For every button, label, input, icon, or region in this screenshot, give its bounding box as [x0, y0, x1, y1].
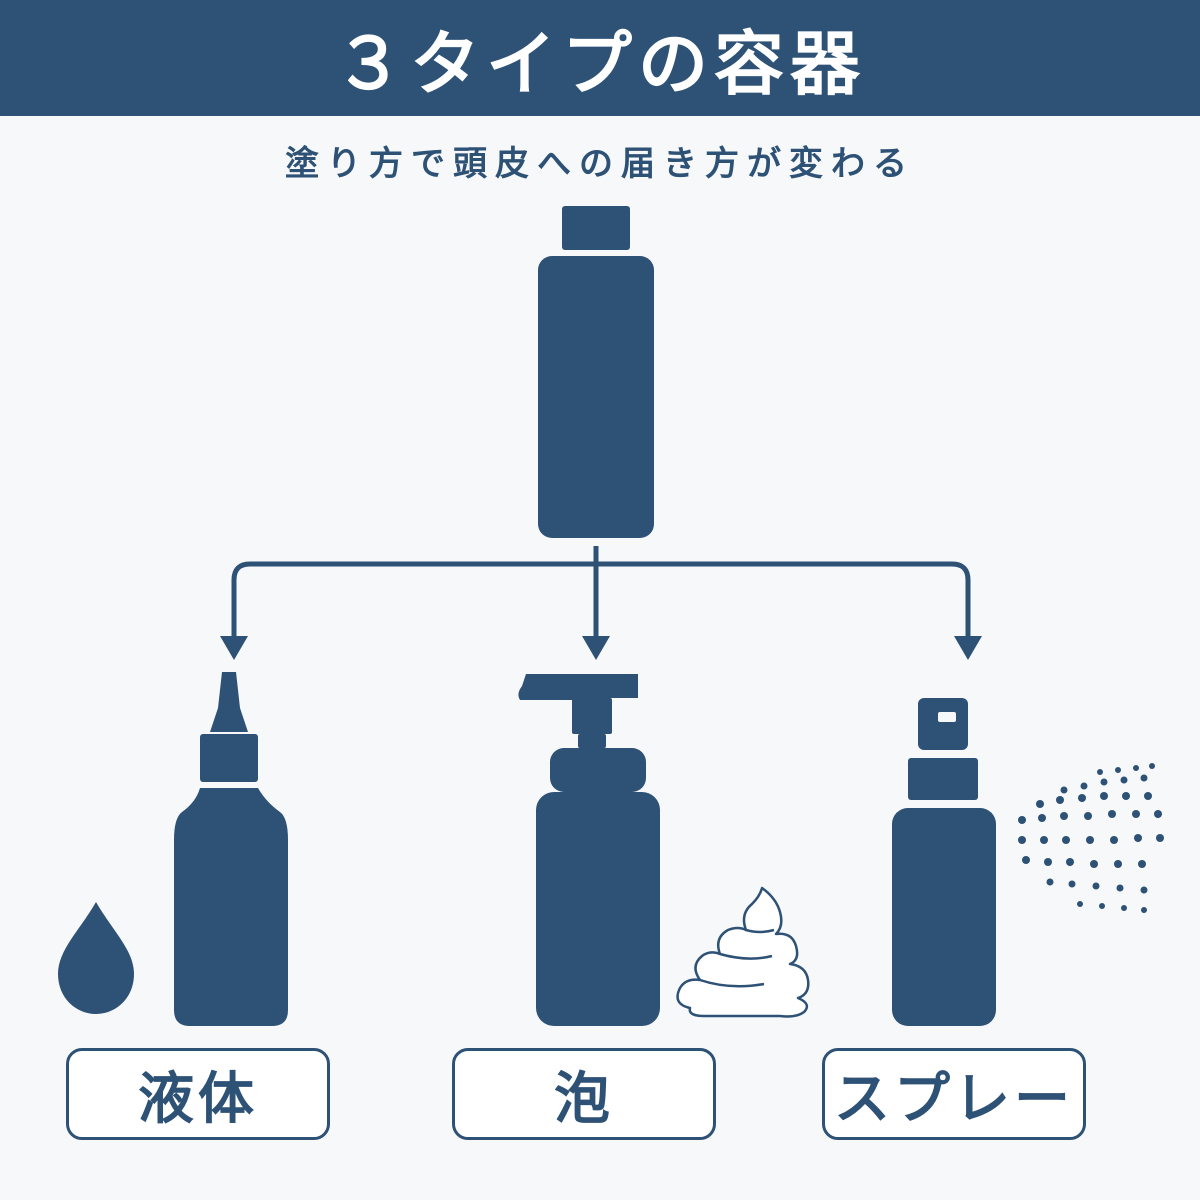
- label-liquid: 液体: [66, 1048, 330, 1140]
- arrowheads: [220, 636, 982, 660]
- pump-bottle-icon: [518, 674, 660, 1026]
- header-banner: ３タイプの容器: [0, 0, 1200, 116]
- dropper-bottle-icon: [174, 672, 288, 1026]
- arrow-branch-line: [231, 561, 971, 646]
- label-foam: 泡: [452, 1048, 716, 1140]
- spray-bottle-icon: [892, 698, 996, 1026]
- page-subtitle: 塗り方で頭皮への届き方が変わる: [285, 144, 915, 184]
- label-spray: スプレー: [822, 1048, 1086, 1140]
- page-title: ３タイプの容器: [334, 22, 866, 105]
- generic-bottle-icon: [538, 206, 654, 538]
- foam-icon: [676, 886, 810, 1018]
- spray-nozzle-hole: [938, 712, 956, 722]
- droplet-icon: [58, 902, 134, 1014]
- arrowhead-spray: [954, 636, 982, 660]
- spray-mist-icon: [1018, 763, 1164, 913]
- arrowhead-liquid: [220, 636, 248, 660]
- branch-arrows: [231, 546, 971, 646]
- arrowhead-foam: [582, 636, 610, 660]
